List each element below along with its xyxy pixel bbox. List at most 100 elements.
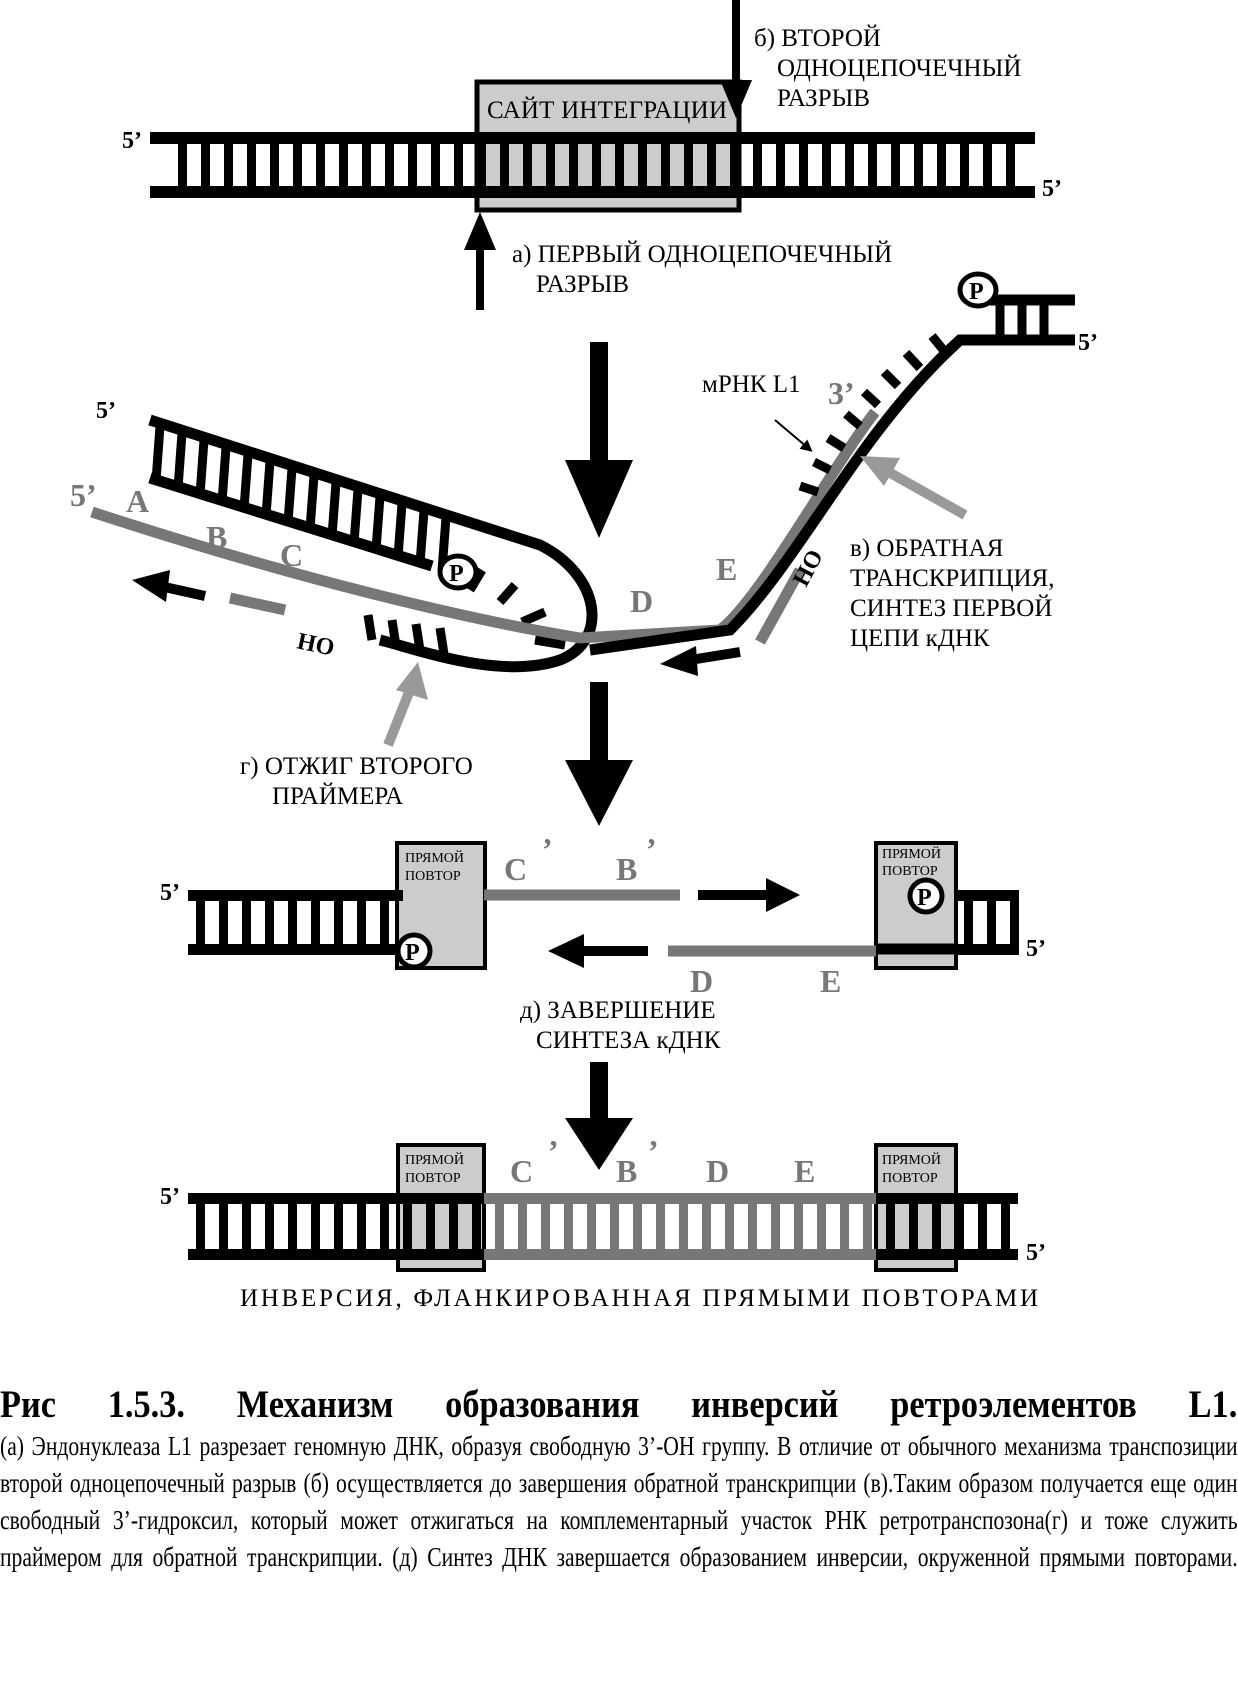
base-pair-rung [288, 901, 297, 944]
arrowhead [396, 662, 428, 700]
cdna-completion-panel: ПРЯМОЙ ПОВТОР ПРЯМОЙ ПОВТОР 5’ 5’ C ’ B … [160, 831, 1046, 1054]
base-pair-rung [311, 901, 320, 944]
five-prime-label: 5’ [1026, 936, 1046, 962]
base-pair-rung [239, 454, 253, 509]
base-pair-rung [798, 481, 820, 497]
segment-a: A [126, 483, 149, 519]
base-pair-rung [496, 582, 519, 605]
label-g: ПРАЙМЕРА [272, 782, 403, 810]
base-pair-rung [518, 1204, 527, 1249]
base-pair-rung [1006, 144, 1015, 186]
five-prime-label: 5’ [96, 398, 116, 424]
base-pair-rung [707, 144, 716, 186]
phosphate-icon: P [907, 877, 945, 915]
figure-caption: Рис 1.5.3. Механизм образования инверсий… [0, 1382, 1238, 1576]
base-pair-rung [385, 144, 394, 186]
base-pair-rung [362, 144, 371, 186]
arrowhead [132, 570, 170, 602]
top-strand [955, 890, 1019, 901]
base-pair-rung [327, 482, 341, 537]
base-pair-rung [1001, 1204, 1010, 1249]
five-prime-label: 5’ [160, 880, 180, 906]
top-strand [150, 132, 1035, 144]
base-pair-rung [196, 1204, 205, 1249]
base-pair-rung [311, 1204, 320, 1249]
bottom-strand [188, 944, 403, 955]
second-primer [228, 592, 287, 616]
base-pair-rung [500, 144, 509, 186]
base-pair-rung [393, 503, 407, 557]
base-pair-rung [178, 144, 187, 186]
bottom-strand [150, 186, 1035, 198]
base-pair-rung [408, 144, 417, 186]
mrna-pointer [774, 419, 813, 452]
base-pair-rung [822, 144, 831, 186]
bottom-strand [955, 944, 1019, 955]
base-pair-rung [339, 144, 348, 186]
base-pair-rung [794, 1204, 803, 1249]
five-prime-label: 5’ [70, 477, 97, 513]
inversion-label: ИНВЕРСИЯ, ФЛАНКИРОВАННАЯ ПРЯМЫМИ ПОВТОРА… [240, 1285, 1038, 1312]
five-prime-label: 5’ [1078, 330, 1098, 356]
base-pair-rung [615, 144, 624, 186]
base-pair-rung [449, 1204, 458, 1249]
l1-inversion-diagram: 5’ 5’ САЙТ ИНТЕГРАЦИИ б) ВТОРОЙ ОДНОЦЕПО… [70, 0, 1098, 1312]
base-pair-rung [431, 144, 440, 186]
base-pair-rung [534, 635, 566, 650]
segment-e: E [820, 963, 841, 999]
inverted-top-strand [484, 1193, 876, 1204]
base-pair-rung [978, 1204, 987, 1249]
base-pair-rungs [178, 144, 1015, 186]
label-a: РАЗРЫВ [536, 271, 629, 298]
label-v: ЦЕПИ кДНК [850, 625, 990, 652]
caption-title: Рис 1.5.3. Механизм образования инверсий… [0, 1383, 1238, 1426]
segment-c: C [280, 537, 303, 573]
arrowhead [660, 646, 698, 676]
base-pair-rung [217, 447, 231, 503]
segment-d: D [690, 963, 713, 999]
three-prime-label: 3’ [828, 375, 855, 411]
direct-repeat-label: ПРЯМОЙ [882, 845, 941, 862]
base-pair-rung [196, 901, 205, 944]
base-pair-rung [886, 1204, 895, 1249]
arrowhead [766, 878, 800, 912]
base-pair-rung [684, 144, 693, 186]
base-pair-rung [725, 1204, 734, 1249]
base-pair-rung [776, 144, 785, 186]
prime-mark: ’ [646, 831, 657, 867]
prime-mark: ’ [648, 1133, 659, 1169]
step-arrow [565, 1062, 633, 1170]
label-d: СИНТЕЗА кДНК [536, 1027, 721, 1054]
label-b: б) ВТОРОЙ [754, 24, 881, 52]
base-pair-rung [426, 1204, 435, 1249]
segment-b: B [206, 519, 227, 555]
base-pair-rung [937, 144, 946, 186]
base-pair-rung [638, 144, 647, 186]
base-pair-rung [546, 144, 555, 186]
base-pair-rung [880, 368, 902, 390]
label-v: СИНТЕЗ ПЕРВОЙ [850, 594, 1052, 622]
base-pair-rungs [798, 300, 1049, 497]
base-pair-rung [261, 461, 275, 516]
base-pair-rung [403, 1204, 412, 1249]
phosphate-icon: P [437, 553, 479, 591]
base-pair-rung [387, 619, 401, 647]
base-pair-rung [633, 1204, 642, 1249]
label-v: ТРАНСКРИПЦИЯ, [850, 565, 1054, 592]
genomic-dna-panel: 5’ 5’ САЙТ ИНТЕГРАЦИИ б) ВТОРОЙ ОДНОЦЕПО… [122, 0, 1062, 310]
base-pair-rung [845, 144, 854, 186]
reverse-transcription-panel: 5’ 5’ 5’ A B C D E 3’ мРНК L1 HO HO P P … [70, 271, 1098, 810]
base-pair-rung [219, 901, 228, 944]
base-pair-rung [753, 144, 762, 186]
direct-repeat-label: ПОВТОР [405, 869, 461, 884]
label-g: г) ОТЖИГ ВТОРОГО [240, 753, 473, 780]
segment-c-prime: C [510, 1153, 533, 1189]
base-pair-rung [902, 349, 924, 372]
base-pair-rung [909, 1204, 918, 1249]
base-pair-rung [224, 144, 233, 186]
base-pair-rung [843, 410, 863, 430]
base-pair-rung [541, 1204, 550, 1249]
base-pair-rung [983, 144, 992, 186]
arrowhead [548, 934, 584, 968]
base-pair-rung [702, 1204, 711, 1249]
